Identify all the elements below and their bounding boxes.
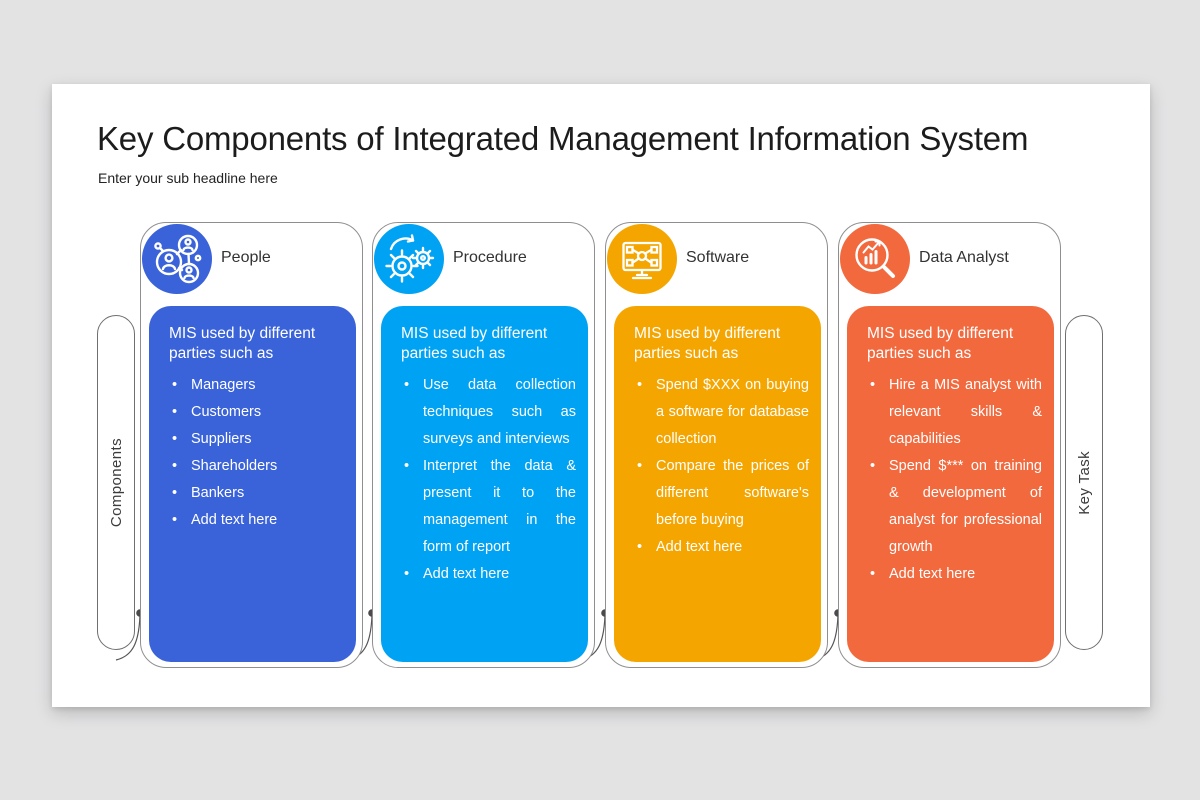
bullet-item: Spend $*** on training & development of … xyxy=(867,453,1042,561)
card-people: MIS used by different parties such as Ma… xyxy=(149,306,356,662)
card-lead: MIS used by different parties such as xyxy=(867,325,1014,362)
side-label-components: Components xyxy=(97,315,135,650)
column-title-procedure: Procedure xyxy=(453,249,527,266)
bullet-item: Hire a MIS analyst with relevant skills … xyxy=(867,372,1042,453)
bullet-item: Add text here xyxy=(867,561,1042,588)
column-people: People MIS used by different parties suc… xyxy=(140,222,363,668)
column-title-data-analyst: Data Analyst xyxy=(919,249,1009,266)
card-software: MIS used by different parties such as Sp… xyxy=(614,306,821,662)
page-subtitle: Enter your sub headline here xyxy=(98,170,278,186)
column-data-analyst: Data Analyst MIS used by different parti… xyxy=(838,222,1061,668)
bullet-item: Suppliers xyxy=(169,426,344,453)
card-procedure: MIS used by different parties such as Us… xyxy=(381,306,588,662)
monitor-circuit-icon xyxy=(607,224,677,294)
page-title: Key Components of Integrated Management … xyxy=(97,120,1029,157)
bullet-item: Add text here xyxy=(401,561,576,588)
bullet-item: Customers xyxy=(169,399,344,426)
bullet-item: Compare the prices of different software… xyxy=(634,453,809,534)
card-lead: MIS used by different parties such as xyxy=(169,325,316,362)
card-lead: MIS used by different parties such as xyxy=(401,325,548,362)
side-label-components-text: Components xyxy=(107,437,125,528)
side-label-key-task-text: Key Task xyxy=(1075,450,1093,515)
bullet-list: Spend $XXX on buying a software for data… xyxy=(634,372,809,561)
bullet-list: Hire a MIS analyst with relevant skills … xyxy=(867,372,1042,588)
bullet-item: Add text here xyxy=(634,534,809,561)
bullet-item: Add text here xyxy=(169,507,344,534)
card-lead: MIS used by different parties such as xyxy=(634,325,781,362)
column-software: Software MIS used by different parties s… xyxy=(605,222,828,668)
bullet-list: Use data collection techniques such as s… xyxy=(401,372,576,588)
slide: Key Components of Integrated Management … xyxy=(52,84,1150,707)
side-label-key-task: Key Task xyxy=(1065,315,1103,650)
column-title-people: People xyxy=(221,249,271,266)
bullet-item: Managers xyxy=(169,372,344,399)
gears-icon xyxy=(374,224,444,294)
bullet-item: Interpret the data & present it to the m… xyxy=(401,453,576,561)
chart-magnifier-icon xyxy=(840,224,910,294)
bullet-list: ManagersCustomersSuppliersShareholdersBa… xyxy=(169,372,344,534)
column-procedure: Procedure MIS used by different parties … xyxy=(372,222,595,668)
bullet-item: Use data collection techniques such as s… xyxy=(401,372,576,453)
bullet-item: Spend $XXX on buying a software for data… xyxy=(634,372,809,453)
card-data-analyst: MIS used by different parties such as Hi… xyxy=(847,306,1054,662)
column-title-software: Software xyxy=(686,249,750,266)
bullet-item: Bankers xyxy=(169,480,344,507)
bullet-item: Shareholders xyxy=(169,453,344,480)
people-network-icon xyxy=(142,224,212,294)
